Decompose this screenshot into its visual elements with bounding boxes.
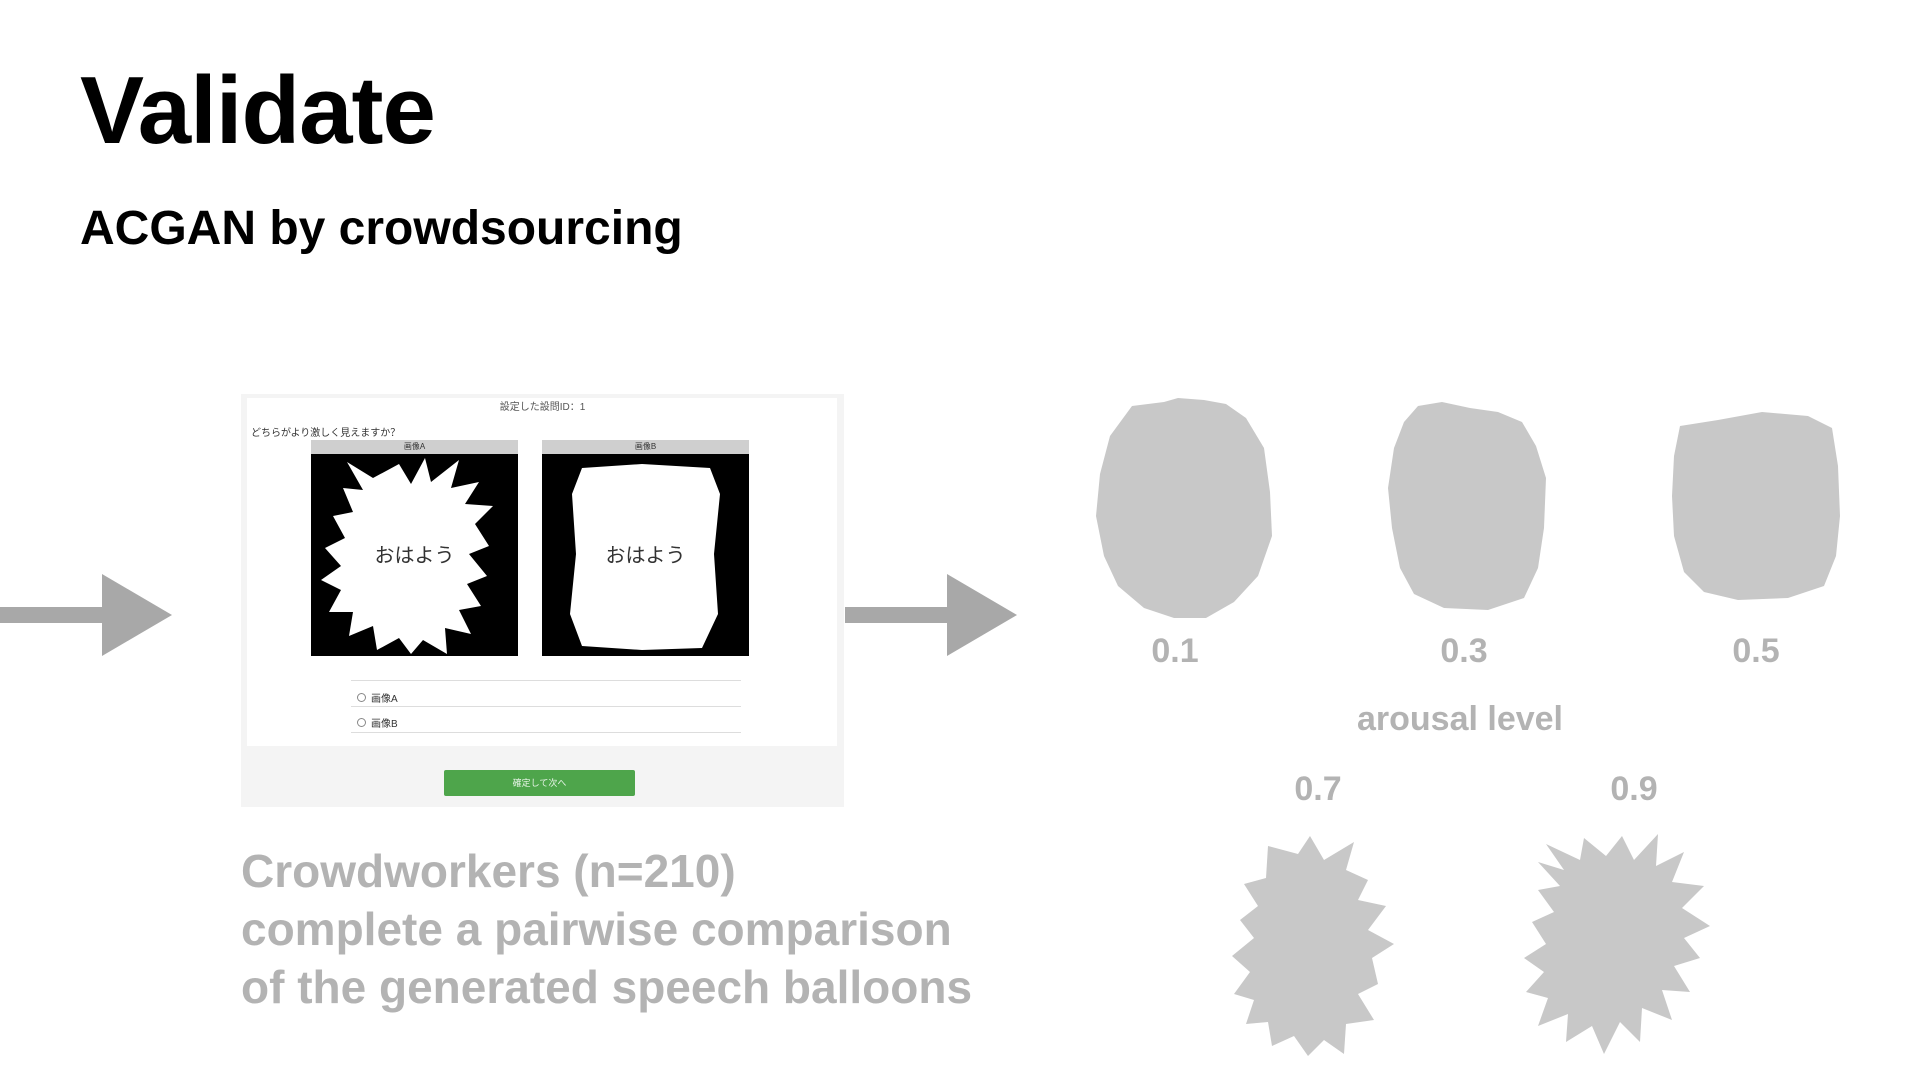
caption-line: complete a pairwise comparison bbox=[241, 903, 952, 955]
balloon-level-0-7 bbox=[1232, 836, 1394, 1056]
radio-icon[interactable] bbox=[357, 718, 366, 727]
radio-icon[interactable] bbox=[357, 693, 366, 702]
balloon-level-0-1 bbox=[1096, 398, 1272, 618]
balloon-level-0-3 bbox=[1388, 402, 1546, 610]
option-b-radio[interactable]: 画像B bbox=[357, 715, 398, 730]
level-label: 0.3 bbox=[1440, 632, 1488, 670]
balloon-text-a: おはよう bbox=[374, 543, 455, 567]
balloon-level-0-9 bbox=[1524, 834, 1710, 1054]
option-b-label: 画像B bbox=[371, 719, 398, 730]
option-a-label: 画像A bbox=[371, 694, 398, 705]
level-label: 0.5 bbox=[1732, 632, 1780, 670]
arousal-level-label: arousal level bbox=[1356, 700, 1563, 738]
option-divider bbox=[351, 732, 741, 733]
survey-set-id: 設定した設問ID：1 bbox=[499, 402, 586, 413]
spiky-balloon-icon bbox=[321, 458, 493, 654]
slide-title: Validate bbox=[80, 57, 436, 164]
confirm-next-button[interactable]: 確定して次へ bbox=[444, 770, 635, 796]
image-b-panel: 画像B おはよう bbox=[542, 440, 749, 656]
survey-screenshot: 設定した設問ID：1 どちらがより激しく見えますか？ 画像A おはよう 画像B … bbox=[241, 394, 844, 807]
arrow-right-icon bbox=[0, 574, 172, 656]
survey-question: どちらがより激しく見えますか？ bbox=[251, 428, 401, 439]
level-label: 0.1 bbox=[1151, 632, 1199, 670]
arrow-right-icon bbox=[845, 574, 1017, 656]
option-divider bbox=[351, 680, 741, 681]
level-label: 0.9 bbox=[1610, 770, 1658, 808]
caption-text: Crowdworkers (n=210) complete a pairwise… bbox=[241, 842, 972, 1016]
rounded-balloon-icon bbox=[570, 464, 720, 650]
caption-line: Crowdworkers (n=210) bbox=[241, 845, 736, 897]
option-divider bbox=[351, 706, 741, 707]
balloon-text-b: おはよう bbox=[605, 543, 686, 567]
option-a-radio[interactable]: 画像A bbox=[357, 690, 398, 705]
slide-subtitle: ACGAN by crowdsourcing bbox=[80, 202, 683, 255]
caption-line: of the generated speech balloons bbox=[241, 961, 973, 1013]
image-b-header: 画像B bbox=[542, 440, 749, 454]
image-a-header: 画像A bbox=[311, 440, 518, 454]
balloon-level-0-5 bbox=[1672, 412, 1840, 600]
image-a-panel: 画像A おはよう bbox=[311, 440, 518, 656]
level-label: 0.7 bbox=[1294, 770, 1342, 808]
